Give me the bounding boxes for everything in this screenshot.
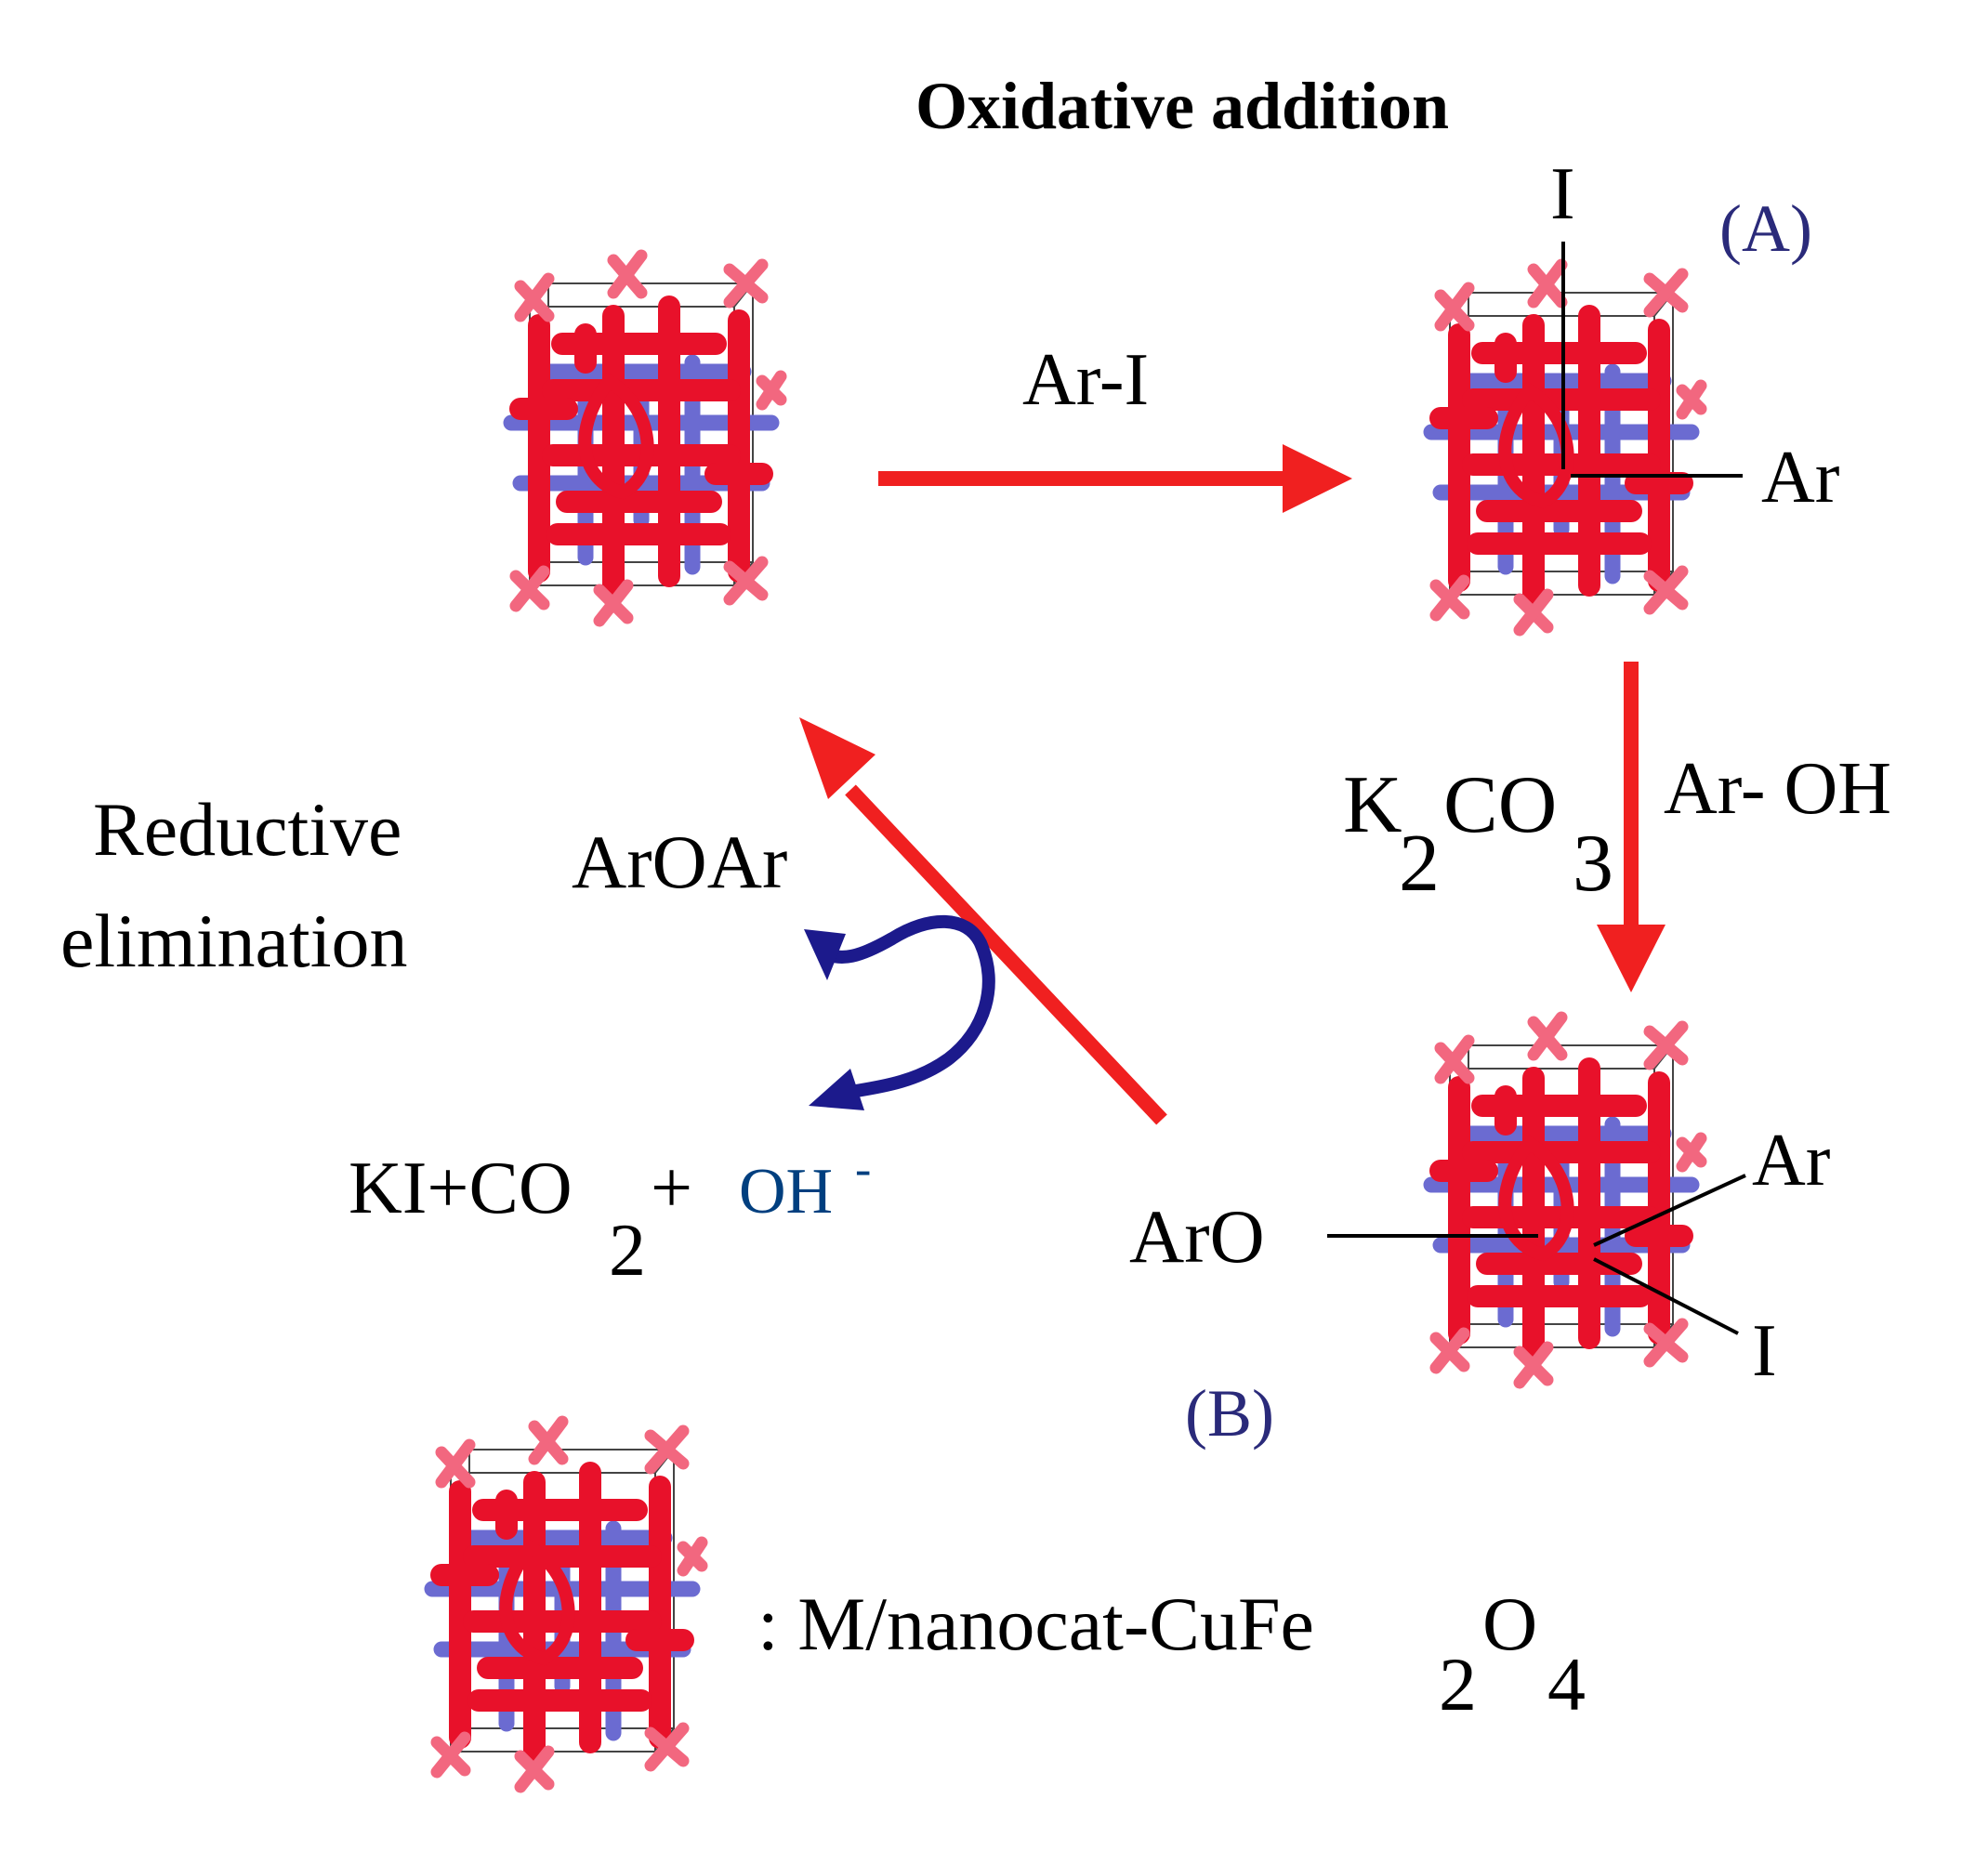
a-aryl-label: Ar <box>1761 437 1839 519</box>
blue-curved-arrows <box>816 914 995 1098</box>
step-reductive-line1: Reductive <box>93 787 402 872</box>
reagent-phenol: Ar- OH <box>1664 748 1891 830</box>
svg-text:-: - <box>855 1143 871 1196</box>
svg-text:KI+CO: KI+CO <box>349 1148 573 1229</box>
a-iodine-label: I <box>1550 153 1575 235</box>
label-intermediate-a: (A) <box>1719 191 1812 266</box>
svg-text:2: 2 <box>1399 819 1440 909</box>
svg-text:K: K <box>1343 760 1402 850</box>
diagram-title: Oxidative addition <box>915 69 1449 143</box>
svg-text:2: 2 <box>609 1210 646 1292</box>
catalyst-structure-a <box>1431 265 1701 630</box>
legend-catalyst: : M/nanocat-CuFe 2 O 4 <box>757 1582 1586 1726</box>
reagent-potassium-carbonate: K 2 CO 3 <box>1343 760 1613 909</box>
product-diaryl-ether: ArOAr <box>572 820 787 904</box>
label-intermediate-b: (B) <box>1185 1376 1274 1451</box>
svg-text:3: 3 <box>1573 819 1613 909</box>
arrow-oxidative-addition <box>878 444 1352 513</box>
byproducts: KI+CO 2 + OH - <box>349 1143 871 1292</box>
b-aryl-label: Ar <box>1752 1120 1830 1201</box>
reagent-aryl-iodide: Ar-I <box>1022 339 1149 421</box>
arrow-reductive-elimination <box>799 717 1167 1125</box>
catalyst-structure-start <box>511 256 781 621</box>
b-iodine-bond <box>1593 1257 1739 1335</box>
svg-text:2: 2 <box>1439 1642 1477 1726</box>
arrow-base-step <box>1597 662 1665 992</box>
catalyst-structure-b <box>1431 1017 1701 1383</box>
b-aryl-bond <box>1593 1174 1746 1247</box>
svg-text:4: 4 <box>1547 1642 1586 1726</box>
svg-text:: M/nanocat-CuFe: : M/nanocat-CuFe <box>757 1582 1314 1666</box>
blue-arrowhead-product <box>804 929 846 980</box>
b-iodine-label: I <box>1752 1310 1777 1392</box>
blue-arrowhead-byproducts <box>809 1069 864 1110</box>
svg-text:O: O <box>1482 1582 1537 1666</box>
step-reductive-line2: elimination <box>60 899 407 983</box>
svg-text:+: + <box>651 1148 692 1229</box>
catalyst-structure-legend <box>432 1422 702 1787</box>
svg-text:CO: CO <box>1443 760 1557 850</box>
svg-text:OH: OH <box>739 1156 833 1227</box>
b-aryloxy-label: ArO <box>1129 1194 1265 1279</box>
